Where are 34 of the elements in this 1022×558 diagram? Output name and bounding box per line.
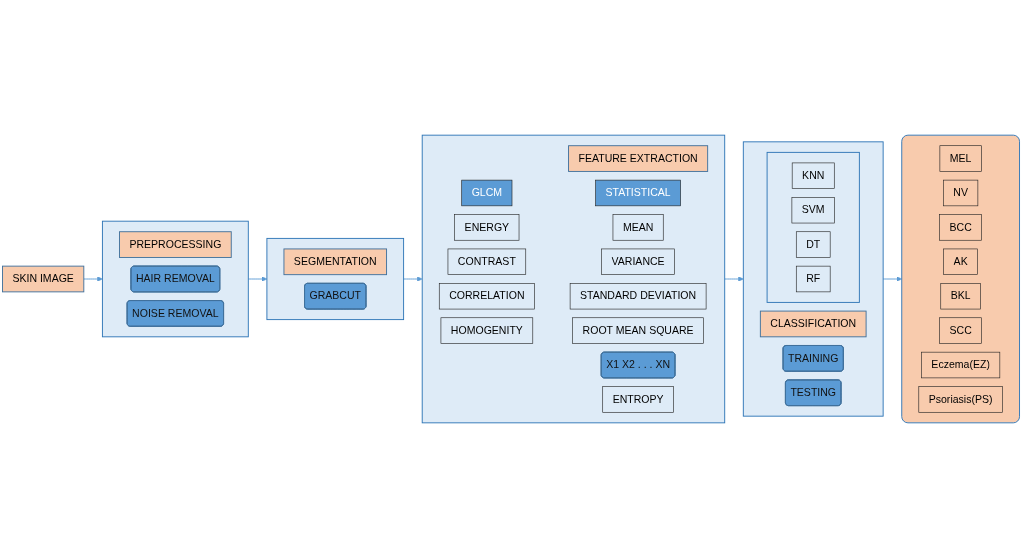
node-box: CORRELATION (438, 283, 535, 310)
node-box: NV (943, 179, 979, 207)
node-box: VARIANCE (601, 248, 675, 275)
node-box: HOMOGENITY (440, 317, 534, 344)
node-box: ENTROPY (602, 386, 674, 413)
node-box: SVM (791, 197, 835, 224)
cluster (742, 141, 884, 417)
node-box: ROOT MEAN SQUARE (572, 317, 704, 344)
cluster (766, 151, 860, 303)
node-box: SKIN IMAGE (2, 265, 85, 293)
cluster (266, 237, 405, 321)
cluster (101, 220, 249, 338)
node-box: MEL (939, 145, 982, 172)
node-box: RF (795, 265, 831, 293)
node-box: PREPROCESSING (119, 231, 232, 258)
node-box: CLASSIFICATION (759, 310, 867, 338)
node-box: BCC (939, 214, 982, 241)
cluster (421, 134, 726, 424)
node-box: KNN (791, 162, 835, 189)
node-box: ENERGY (454, 214, 520, 241)
cluster (901, 134, 1020, 424)
node-box: Eczema(EZ) (921, 351, 1001, 379)
node-box: DT (795, 231, 831, 258)
node-box: Psoriasis(PS) (918, 386, 1003, 413)
node-box: SEGMENTATION (283, 248, 388, 276)
node-box: STATISTICAL (595, 179, 681, 207)
node-box: FEATURE EXTRACTION (568, 145, 709, 172)
node-box: STANDARD DEVIATION (569, 283, 707, 310)
node-box: SCC (939, 317, 982, 344)
node-box: CONTRAST (447, 248, 527, 275)
node-box: AK (943, 248, 978, 275)
node-box: BKL (940, 283, 981, 310)
node-box: MEAN (612, 214, 664, 241)
node-box: GLCM (461, 179, 513, 207)
